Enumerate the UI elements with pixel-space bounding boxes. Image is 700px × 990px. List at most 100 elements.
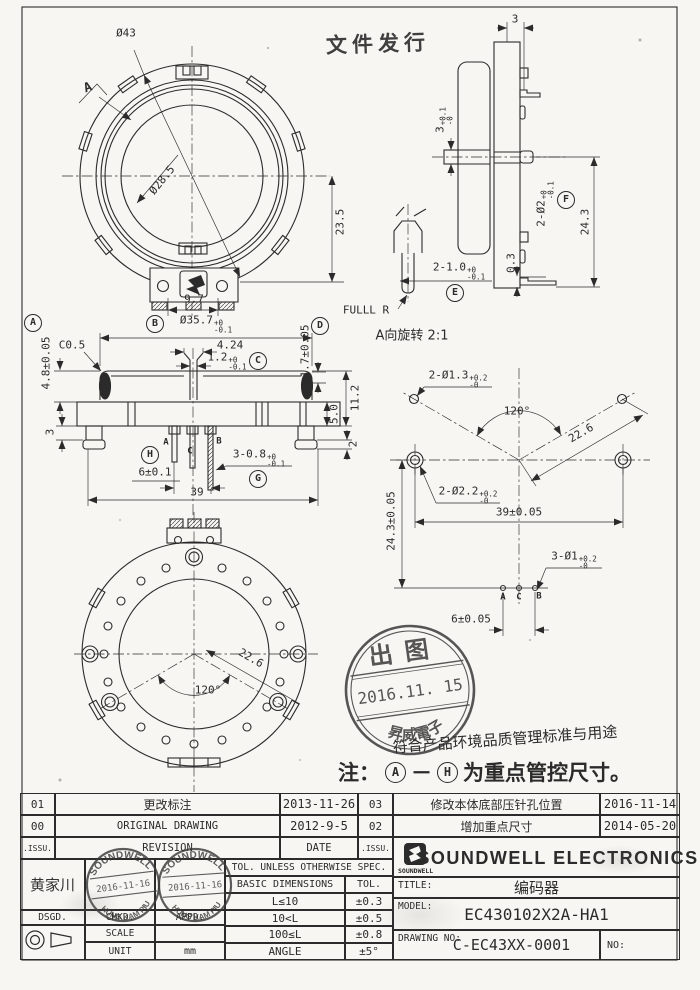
dim-sec-2: 2 [346, 440, 360, 448]
dim-sec-a: 4.8±0.05 [39, 336, 53, 390]
tol-val-3: ±0.8 [345, 926, 393, 943]
dim-holes-angle: 120° [503, 404, 531, 418]
rev-hdr-revision: REVISION [55, 837, 280, 859]
dim-holes-39: 39±0.05 [495, 505, 543, 519]
model-row: MODEL: EC430102X2A-HA1 [393, 898, 680, 930]
hole-layout-view [390, 368, 650, 636]
svg-text:SOUNDWELL: SOUNDWELL [85, 846, 155, 879]
svg-text:HUNG KAM PIU: HUNG KAM PIU [99, 898, 154, 925]
rev0-date: 2012-9-5 [280, 815, 358, 837]
dsgd-label: DSGD. [20, 910, 85, 925]
rev0-desc: ORIGINAL DRAWING [55, 815, 280, 837]
dim-sec-6: 6±0.1 [138, 465, 172, 479]
drawing-no-row: DRAWING NO: C-EC43XX-0001 [393, 930, 600, 960]
rev-hdr-date: DATE [280, 837, 358, 859]
rev-hdr-issu2: .ISSU. [358, 837, 393, 859]
part-title: 编码器 [513, 879, 559, 897]
pin-label-a: A [163, 437, 169, 448]
pin-label-c: C [187, 446, 193, 457]
dim-sec-slot: 1.2+0-0.1 [207, 350, 247, 372]
appd-sign-cell [155, 859, 225, 910]
drawing-number: C-EC43XX-0001 [452, 936, 571, 954]
no-label: NO: [607, 939, 626, 951]
chkd-label: CHKD. [85, 910, 155, 925]
tol-range-3: 100≤L [225, 926, 345, 943]
pin-label-b: B [216, 436, 222, 447]
note-callout-a: A [385, 761, 406, 783]
dim-sec-50: 5.0 [327, 404, 341, 424]
rev2-issue-no: 02 [358, 815, 393, 837]
callout-g: G [249, 470, 267, 488]
section-view [54, 333, 352, 516]
model-number: EC430102X2A-HA1 [464, 904, 609, 924]
tol-range-4: ANGLE [225, 943, 345, 960]
logo-caption: SOUNDWELL [398, 867, 434, 875]
drawing-frame [21, 6, 678, 961]
callout-c: C [249, 352, 267, 370]
dim-holes-243: 24.3±0.05 [384, 491, 398, 551]
designer-name: 黄家川 [20, 859, 85, 910]
scale-label: SCALE [85, 925, 155, 942]
dim-chamfer: C0.5 [58, 338, 86, 352]
rev-hdr-issu: .ISSU. [20, 837, 55, 859]
dim-holes-6: 6±0.05 [451, 612, 491, 626]
dim-side-gap: 0.3 [504, 253, 518, 273]
issue-stamp-date: 2016.11. 15 [356, 675, 464, 709]
dim-holes-small: 2-Ø1.3+0.2-0 [428, 368, 488, 390]
hole-label-b: B [536, 591, 542, 602]
svg-text:HUNG KAM PIU: HUNG KAM PIU [170, 900, 225, 924]
model-label: MODEL: [398, 901, 433, 912]
rev2-desc: 增加重点尺寸 [393, 815, 600, 837]
unit-value: mm [155, 942, 225, 960]
rev3-desc: 修改本体底部压针孔位置 [393, 793, 600, 815]
dim-side-holes: 2-Ø2+0-0.1 [534, 181, 556, 227]
rev1-desc: 更改标注 [55, 793, 280, 815]
appd-signature-stamp: SOUNDWELL 2016-11-16 HUNG KAM PIU [157, 848, 233, 924]
issue-stamp-top: 出图 [367, 633, 442, 671]
title-row: TITLE: 编码器 [393, 877, 680, 898]
tol-val-2: ±0.5 [345, 910, 393, 926]
callout-b: B [146, 315, 164, 333]
hole-label-c: C [516, 592, 522, 603]
dim-side-top: 3 [511, 12, 519, 26]
appd-label: APPD. [155, 910, 225, 925]
rev1-issue-no: 01 [20, 793, 55, 815]
release-stamp: 文件发行 [325, 30, 431, 58]
dim-side-height: 24.3 [578, 208, 592, 236]
dim-sec-3: 3 [43, 428, 57, 436]
soundwell-logo-mark-icon [186, 275, 205, 295]
dim-front-width: 9.7 [184, 292, 204, 306]
pin-detail [393, 204, 427, 310]
dim-sec-dia: Ø35.7+0-0.1 [179, 313, 233, 335]
dim-bottom-angle: 120° [194, 683, 222, 697]
bottom-view [74, 512, 318, 792]
key-dimension-note: 注： A － H 为重点管控尺寸。 [338, 757, 631, 787]
scale-value [155, 925, 225, 942]
dim-sec-112: 11.2 [348, 384, 362, 412]
soundwell-logo-icon [404, 843, 426, 865]
dim-holes-pin: 3-Ø1+0.2-0 [551, 549, 597, 571]
callout-f: F [557, 191, 575, 209]
basic-dim-header: BASIC DIMENSIONS [225, 876, 345, 893]
title-label: TITLE: [398, 880, 433, 891]
no-cell: NO: [600, 930, 680, 960]
rev2-date: 2014-05-20 [600, 815, 680, 837]
chkd-signature-stamp: SOUNDWELL 2016-11-16 HUNG KAM PIU [85, 846, 161, 925]
callout-e: E [446, 284, 464, 302]
note-prefix: 注： [338, 761, 380, 785]
dim-holes-big: 2-Ø2.2+0.2-0 [438, 484, 498, 506]
callout-h: H [141, 446, 159, 464]
full-r-label: FULLL R [342, 303, 390, 317]
third-angle-projection-icon [25, 930, 72, 950]
dim-sec-39: 39 [190, 485, 204, 499]
front-view [62, 46, 344, 318]
dim-side-slot: 3+0.1-0 [433, 107, 455, 133]
tol-val-1: ±0.3 [345, 893, 393, 910]
note-suffix: 为重点管控尺寸。 [463, 761, 631, 785]
dim-sec-pinw: 3-0.8+0-0.1 [232, 447, 286, 469]
note-dash: － [411, 761, 432, 785]
svg-text:SOUNDWELL: SOUNDWELL [159, 848, 228, 877]
rev1-date: 2013-11-26 [280, 793, 358, 815]
rotate-note: A向旋转 2:1 [375, 328, 449, 344]
